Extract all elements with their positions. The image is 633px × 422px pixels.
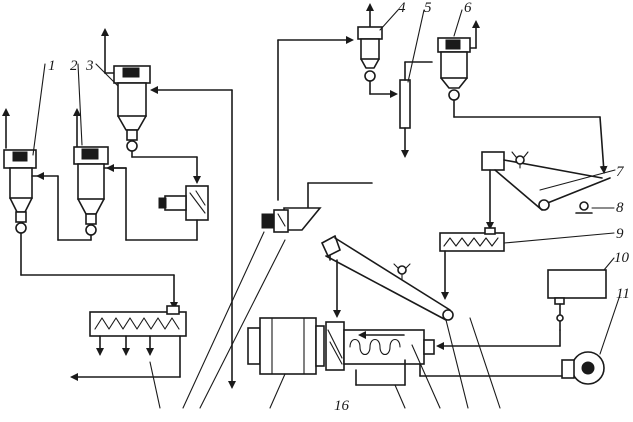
label-5: 5 (424, 0, 432, 16)
valve-8 (575, 201, 593, 214)
label-4: 4 (398, 0, 406, 16)
label-2: 2 (70, 58, 78, 74)
feeder-unit (261, 36, 373, 233)
label-11: 11 (616, 286, 630, 302)
filter-unit-6 (437, 20, 608, 174)
label-leaders (32, 9, 621, 355)
column-5 (399, 61, 433, 158)
elevator-center (320, 234, 501, 409)
label-6: 6 (464, 0, 472, 16)
ball-mill (247, 317, 325, 409)
label-9: 9 (616, 226, 624, 242)
fan-11 (416, 348, 605, 385)
elevator-7 (481, 151, 611, 230)
label-7: 7 (616, 164, 625, 180)
label-10: 10 (614, 250, 630, 266)
crusher-unit (106, 164, 209, 241)
filter-unit-3 (101, 28, 233, 184)
filter-unit-1 (2, 108, 178, 310)
cyclone-4 (357, 3, 398, 98)
label-8: 8 (616, 200, 624, 216)
return-line (182, 89, 286, 409)
screw-conveyor-9 (439, 227, 505, 300)
label-3: 3 (85, 58, 94, 74)
tank-10 (436, 269, 607, 350)
filter-unit-2 (36, 108, 127, 241)
drier-16 (325, 321, 441, 409)
screw-conveyor-left (70, 305, 187, 409)
label-16: 16 (334, 398, 350, 414)
label-1: 1 (48, 58, 56, 74)
